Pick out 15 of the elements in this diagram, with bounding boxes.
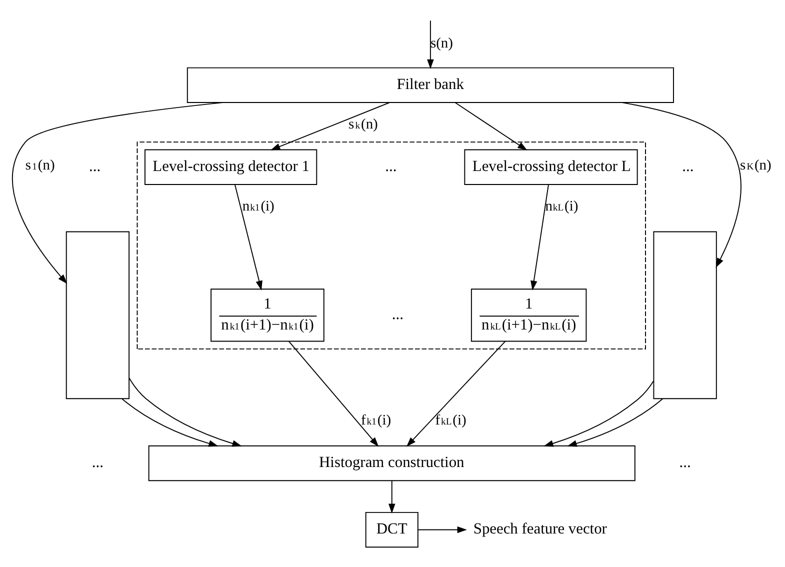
label: ... [385,158,397,175]
edge-label: fk1(i) [361,412,392,429]
edge-label: sK(n) [740,158,772,174]
label: ... [679,454,691,471]
edge-label: s1(n) [25,158,55,174]
edge-label: nk1(i) [242,198,274,215]
edge-label: s(n) [430,36,453,52]
edge-label: nkL(i) [545,198,578,215]
label: ... [89,158,101,175]
label: ... [392,306,404,323]
edge-label: fkL(i) [435,412,466,429]
label: ... [682,158,694,175]
node-text: Speech feature vector [473,520,607,538]
label: ... [92,454,104,471]
edge-label: sk(n) [348,116,378,133]
